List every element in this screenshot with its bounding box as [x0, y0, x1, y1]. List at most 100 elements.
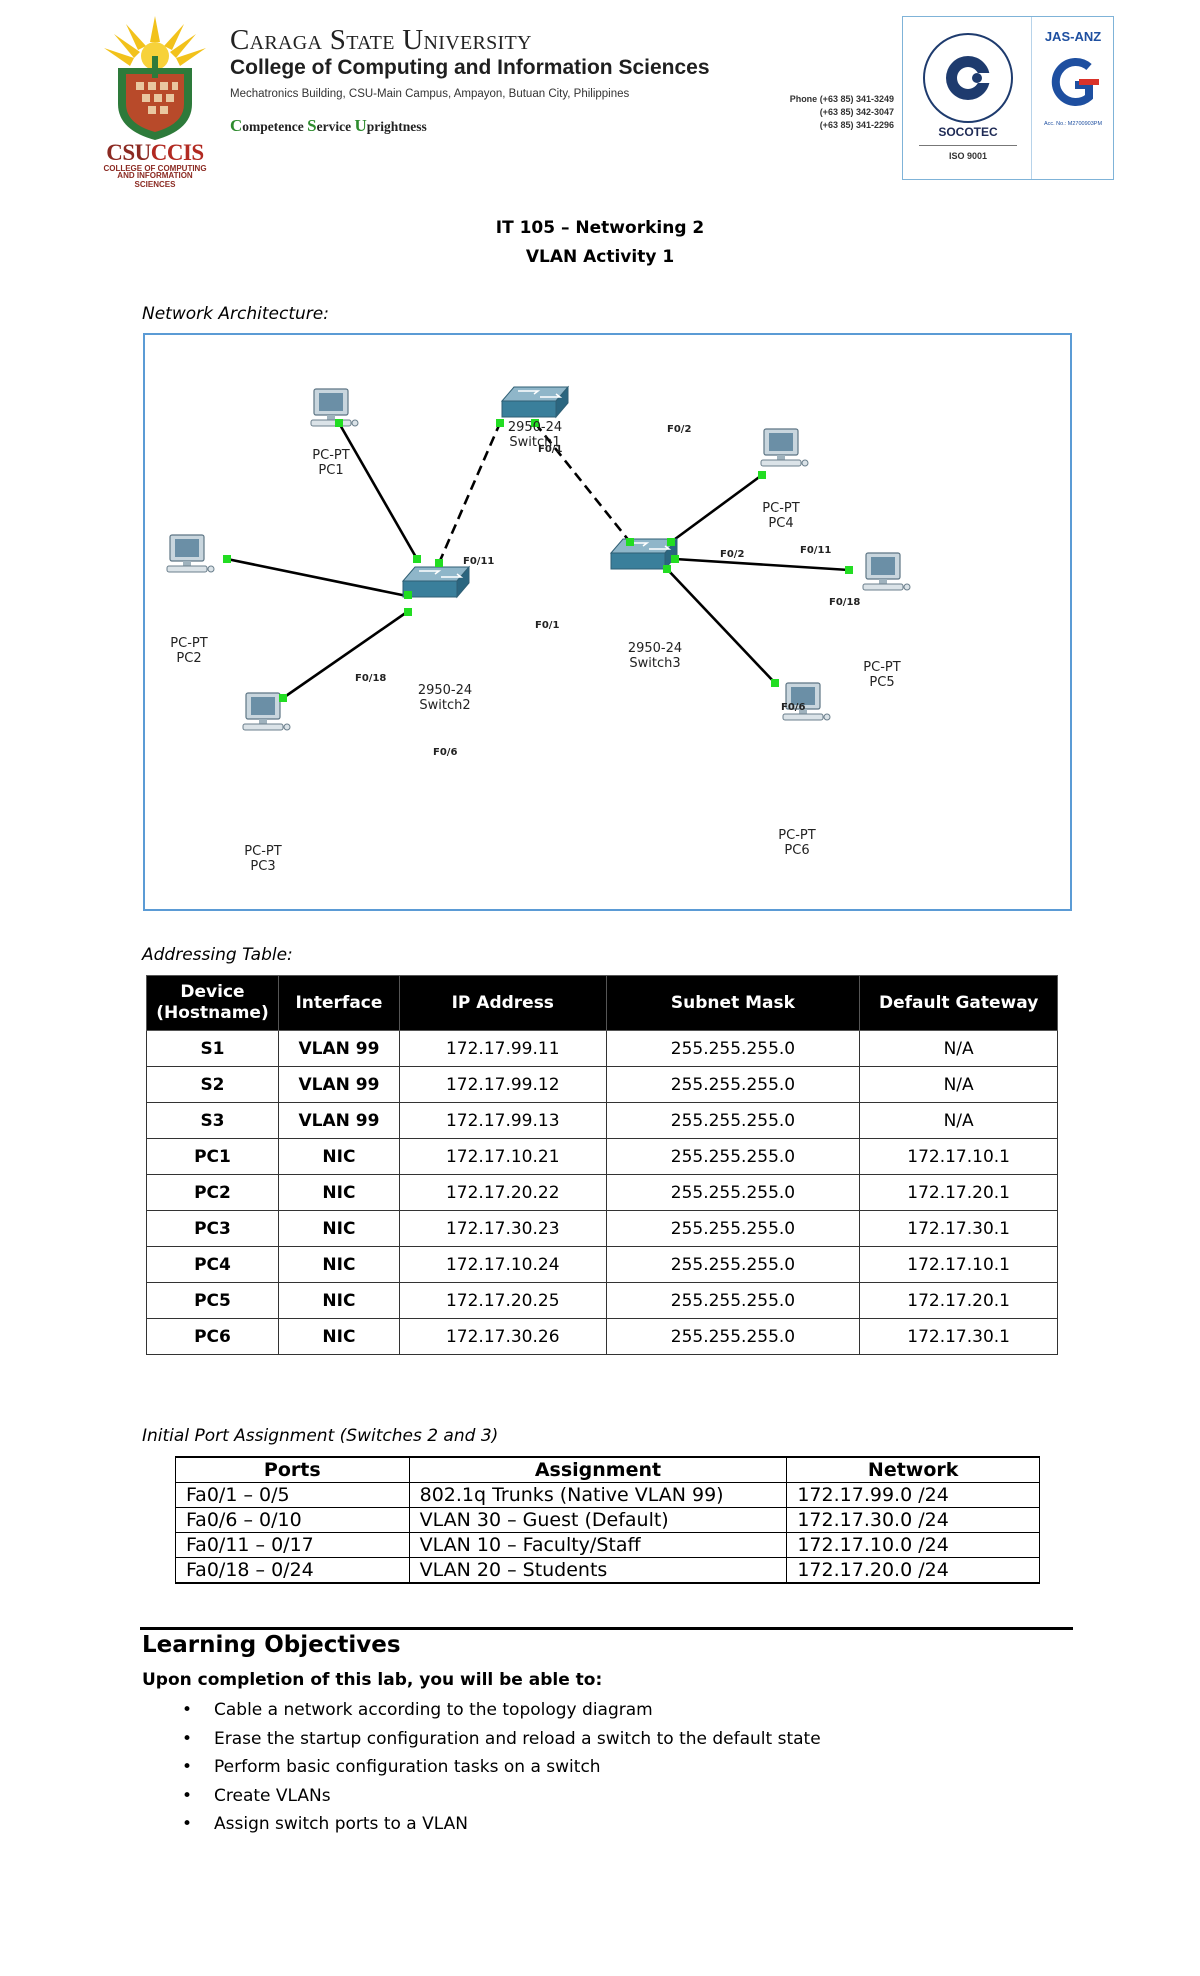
logo-subtext-1: COLLEGE OF COMPUTING — [103, 164, 207, 173]
pc6-type: PC-PT — [778, 828, 815, 843]
link-light — [335, 419, 343, 427]
pc3-type: PC-PT — [244, 844, 281, 859]
cell-network: 172.17.20.0 /24 — [786, 1557, 1040, 1584]
cell-gateway: 172.17.20.1 — [859, 1282, 1058, 1319]
port-label: F0/11 — [800, 545, 831, 556]
cell-gateway: 172.17.10.1 — [859, 1138, 1058, 1175]
logo-emblem-icon — [104, 16, 206, 140]
link-light — [279, 694, 287, 702]
link-light — [435, 559, 443, 567]
cell-device: PC4 — [146, 1246, 279, 1283]
cell-ip: 172.17.20.25 — [398, 1282, 607, 1319]
switch1-name: Switch1 — [509, 435, 560, 450]
cell-ip: 172.17.30.26 — [398, 1318, 607, 1355]
jas-anz-label: JAS-ANZ — [1044, 29, 1102, 44]
list-item: •Cable a network according to the topolo… — [142, 1696, 821, 1725]
network-diagram: 2950-24 Switch1 2950-24 Switch2 2950-24 … — [143, 333, 1072, 911]
pc5-icon — [862, 552, 911, 591]
course-title: IT 105 – Networking 2 — [495, 218, 705, 238]
cell-mask: 255.255.255.0 — [605, 1282, 861, 1319]
link-light — [667, 538, 675, 546]
cell-gateway: 172.17.10.1 — [859, 1246, 1058, 1283]
bullet-icon: • — [182, 1757, 193, 1777]
port-label: F0/1 — [535, 620, 559, 631]
table-header-row: Device(Hostname) Interface IP Address Su… — [146, 975, 1058, 1031]
pc4-icon — [760, 428, 809, 467]
port-assignment-label: Initial Port Assignment (Switches 2 and … — [142, 1426, 499, 1446]
list-item: •Assign switch ports to a VLAN — [142, 1810, 821, 1839]
port-label: F0/6 — [781, 702, 805, 713]
link-light — [626, 538, 634, 546]
cell-network: 172.17.30.0 /24 — [786, 1507, 1040, 1533]
cell-interface: NIC — [277, 1246, 400, 1283]
cell-assignment: VLAN 30 – Guest (Default) — [408, 1507, 788, 1533]
objective-text: Create VLANs — [214, 1785, 331, 1806]
cell-gateway: 172.17.30.1 — [859, 1210, 1058, 1247]
link-pc2-switch2 — [226, 557, 408, 598]
cell-mask: 255.255.255.0 — [605, 1174, 861, 1211]
switch2-model: 2950-24 — [418, 683, 472, 698]
bullet-icon: • — [182, 1814, 193, 1834]
university-name: Caraga State University — [230, 24, 532, 56]
pc4-type: PC-PT — [762, 501, 799, 516]
cell-ip: 172.17.10.24 — [398, 1246, 607, 1283]
port-label: F0/18 — [829, 597, 860, 608]
list-item: •Perform basic configuration tasks on a … — [142, 1753, 821, 1782]
cell-device: S1 — [146, 1030, 279, 1067]
objectives-list: •Cable a network according to the topolo… — [142, 1696, 821, 1839]
cell-gateway: 172.17.20.1 — [859, 1174, 1058, 1211]
objective-text: Erase the startup configuration and relo… — [214, 1728, 821, 1749]
bullet-icon: • — [182, 1700, 193, 1720]
pc4-name: PC4 — [768, 516, 793, 531]
certification-badges: SOCOTEC ISO 9001 JAS-ANZ Acc. No.: M2700… — [902, 16, 1114, 180]
socotec-logo-icon — [923, 33, 1013, 123]
objectives-intro: Upon completion of this lab, you will be… — [142, 1670, 603, 1690]
pc1-icon — [310, 388, 359, 427]
cell-ip: 172.17.20.22 — [398, 1174, 607, 1211]
cell-interface: NIC — [277, 1282, 400, 1319]
link-light — [413, 555, 421, 563]
accreditation-number: Acc. No.: M2700903PM — [1043, 121, 1103, 127]
switch1-model: 2950-24 — [508, 420, 562, 435]
link-light — [496, 419, 504, 427]
cell-device: S3 — [146, 1102, 279, 1139]
cell-device: PC1 — [146, 1138, 279, 1175]
pc2-name: PC2 — [176, 651, 201, 666]
pc2-type: PC-PT — [170, 636, 207, 651]
phone-numbers: Phone (+63 85) 341-3249 (+63 85) 342-304… — [789, 94, 894, 130]
header-assignment: Assignment — [408, 1456, 788, 1483]
cell-ip: 172.17.99.13 — [398, 1102, 607, 1139]
addressing-table-label: Addressing Table: — [142, 945, 293, 965]
cell-assignment: 802.1q Trunks (Native VLAN 99) — [408, 1482, 788, 1508]
college-address: Mechatronics Building, CSU-Main Campus, … — [230, 88, 630, 100]
cell-assignment: VLAN 10 – Faculty/Staff — [408, 1532, 788, 1558]
cell-ip: 172.17.99.12 — [398, 1066, 607, 1103]
switch3-model: 2950-24 — [628, 641, 682, 656]
cell-mask: 255.255.255.0 — [605, 1066, 861, 1103]
university-logo — [96, 12, 214, 182]
table-header-row: Ports Assignment Network — [175, 1456, 1040, 1483]
switch2-icon — [402, 566, 470, 598]
link-light — [404, 608, 412, 616]
link-light — [531, 419, 539, 427]
cell-network: 172.17.10.0 /24 — [786, 1532, 1040, 1558]
bullet-icon: • — [182, 1785, 193, 1806]
pc2-icon — [166, 534, 215, 573]
cell-ip: 172.17.30.23 — [398, 1210, 607, 1247]
cell-ports: Fa0/1 – 0/5 — [175, 1482, 410, 1508]
pc5-type: PC-PT — [863, 660, 900, 675]
cell-gateway: N/A — [859, 1066, 1058, 1103]
cell-device: PC2 — [146, 1174, 279, 1211]
header-mask: Subnet Mask — [605, 975, 861, 1031]
cell-mask: 255.255.255.0 — [605, 1318, 861, 1355]
header-gateway: Default Gateway — [859, 975, 1058, 1031]
